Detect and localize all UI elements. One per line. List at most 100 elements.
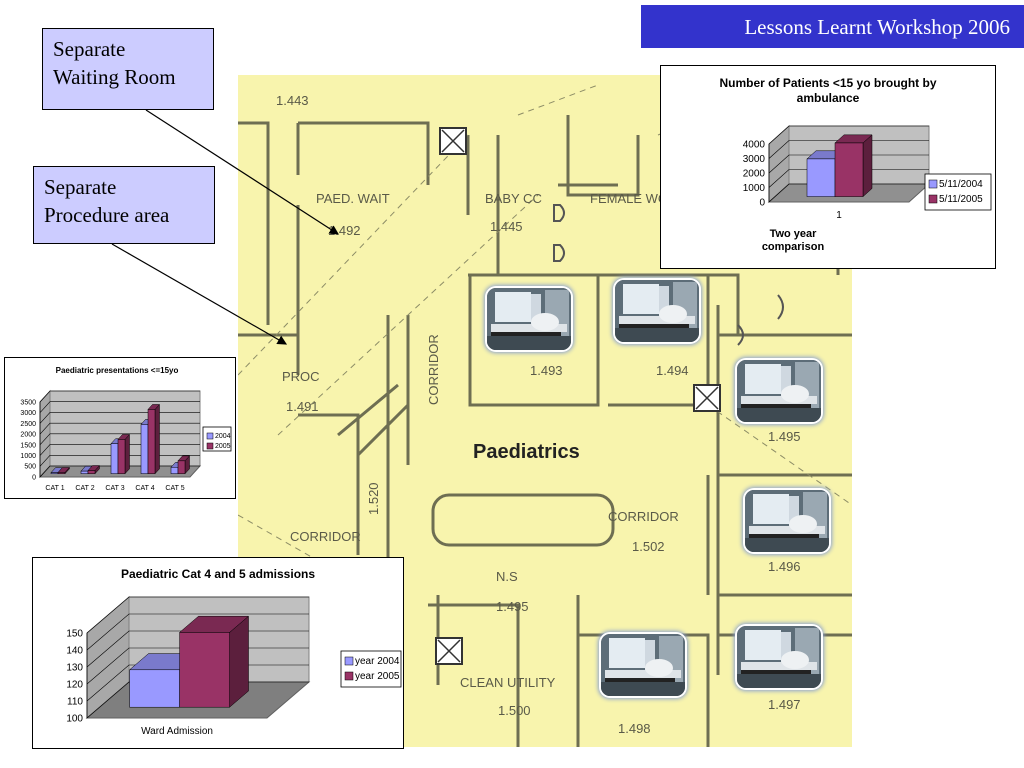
chart-admissions: Paediatric Cat 4 and 5 admissions 100 110 1… — [32, 557, 404, 749]
chart-y-tick: 0 — [759, 198, 765, 209]
room-label: CORRIDOR — [290, 529, 361, 544]
chart-legend-swatch — [206, 442, 214, 450]
chart-x-tick: CAT 5 — [165, 485, 184, 492]
chart-gridline — [768, 169, 929, 188]
chart-title: Number of Patients <15 yo brought by — [719, 76, 936, 90]
chart-gridline — [86, 630, 309, 668]
room-photo — [615, 280, 699, 342]
chart-bar — [80, 470, 89, 474]
chart-y-tick: 140 — [66, 646, 83, 657]
chart-side-wall — [39, 389, 51, 479]
room-photo — [745, 490, 829, 552]
room-photo — [737, 360, 821, 422]
room-label: 1.497 — [768, 697, 801, 712]
room-photo — [737, 626, 821, 688]
chart-y-tick: 1000 — [20, 453, 36, 460]
chart-y-tick: 1000 — [743, 183, 766, 194]
chart-gridline — [768, 154, 929, 174]
chart-title: ambulance — [797, 91, 860, 105]
room-label: CORRIDOR — [426, 334, 441, 405]
chart-gridline — [86, 681, 309, 719]
chart-legend-swatch — [206, 432, 214, 440]
chart-legend-swatch — [344, 656, 354, 666]
chart-bar — [87, 470, 96, 474]
chart-legend-label: 5/11/2004 — [939, 179, 983, 190]
chart-admissions-svg: Paediatric Cat 4 and 5 admissions 100 110 1… — [66, 567, 402, 737]
chart-y-tick: 3500 — [20, 399, 36, 406]
chart-presentations-svg: Paediatric presentations <=15yo050010001… — [20, 366, 232, 492]
chart-ambulance-svg: Number of Patients <15 yo brought byambu… — [719, 76, 992, 253]
chart-y-tick: 2000 — [20, 432, 36, 439]
chart-x-tick: CAT 4 — [135, 485, 154, 492]
chart-y-tick: 130 — [66, 663, 83, 674]
chart-bar — [147, 409, 156, 474]
chart-bar — [57, 472, 66, 474]
room-label: 1.495 — [496, 599, 529, 614]
room-label: 1.443 — [276, 93, 309, 108]
chart-x-tick: 1 — [836, 210, 842, 221]
room-label: 1.520 — [366, 482, 381, 515]
arrow-waiting-room — [145, 109, 340, 235]
chart-bar-side — [862, 134, 873, 198]
chart-y-tick: 1500 — [20, 442, 36, 449]
chart-y-tick: 4000 — [743, 140, 766, 151]
chart-x-tick: CAT 1 — [45, 485, 64, 492]
chart-gridline — [768, 140, 929, 159]
chart-y-tick: 110 — [67, 697, 83, 708]
chart-gridline — [86, 613, 309, 651]
chart-gridline — [768, 125, 929, 145]
room-label: 1.445 — [490, 219, 523, 234]
chart-bar — [179, 632, 230, 708]
chart-x-tick: CAT 3 — [105, 485, 124, 492]
room-label: FEMALE WC — [590, 191, 667, 206]
room-label: 1.491 — [286, 399, 319, 414]
chart-title: Paediatric presentations <=15yo — [56, 366, 179, 375]
chart-gridline — [86, 596, 309, 634]
chart-bar — [117, 439, 126, 474]
chart-x-label: Two year — [770, 228, 818, 240]
chart-gridline — [768, 183, 929, 203]
chart-title: Paediatric Cat 4 and 5 admissions — [121, 567, 315, 581]
chart-legend-swatch — [928, 179, 938, 189]
chart-bar — [834, 142, 864, 197]
chart-legend-swatch — [344, 671, 354, 681]
room-label: 1.493 — [530, 363, 563, 378]
chart-x-tick: Ward Admission — [141, 726, 213, 737]
chart-y-tick: 100 — [66, 714, 83, 725]
room-photo — [601, 634, 685, 696]
chart-y-tick: 3000 — [743, 154, 766, 165]
banner-title: Lessons Learnt Workshop 2006 — [744, 15, 1010, 39]
chart-legend-label: year 2005 — [355, 671, 400, 682]
chart-gridline — [39, 390, 200, 403]
chart-bar — [177, 460, 186, 474]
chart-gridline — [39, 401, 200, 413]
room-label: BABY CC — [485, 191, 542, 206]
room-label: 1.495 — [768, 429, 801, 444]
chart-x-label: comparison — [762, 241, 825, 253]
chart-y-tick: 3000 — [20, 410, 36, 417]
chart-y-tick: 2000 — [743, 169, 766, 180]
chart-legend-swatch — [928, 194, 938, 204]
floor-plan-title: Paediatrics — [473, 441, 580, 463]
room-label: 1.494 — [656, 363, 689, 378]
callout-procedure-area: Separate Procedure area — [33, 166, 215, 244]
chart-legend-label: year 2004 — [355, 656, 400, 667]
room-label: 1.502 — [632, 539, 665, 554]
room-label: 1.500 — [498, 703, 531, 718]
chart-bar — [110, 443, 119, 474]
chart-y-tick: 120 — [66, 680, 83, 691]
chart-y-tick: 150 — [66, 629, 83, 640]
chart-y-tick: 2500 — [20, 421, 36, 428]
chart-legend-label: 2005 — [215, 443, 231, 450]
chart-bar — [140, 424, 149, 474]
room-label: N.S — [496, 569, 518, 584]
room-label: CLEAN UTILITY — [460, 675, 556, 690]
title-banner: Lessons Learnt Workshop 2006 — [641, 5, 1024, 48]
chart-gridline — [86, 664, 309, 702]
chart-legend-label: 2004 — [215, 433, 231, 440]
chart-bar — [129, 669, 180, 708]
arrow-procedure-area — [111, 243, 288, 345]
